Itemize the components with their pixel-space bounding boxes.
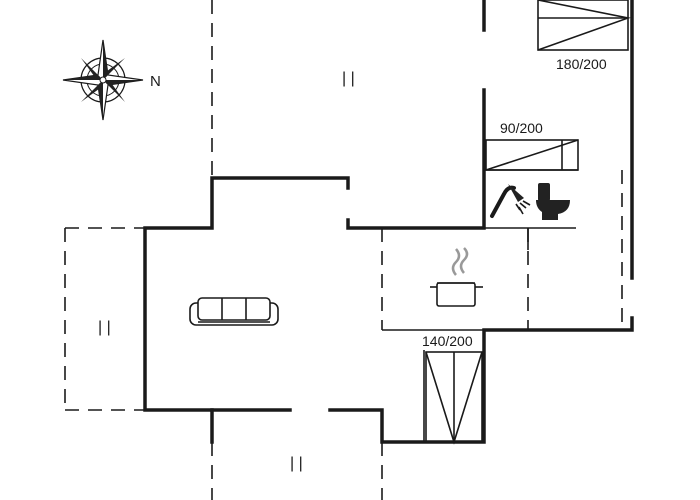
bed-size-label: 180/200 bbox=[556, 56, 607, 72]
bed-top-right: 180/200 bbox=[537, 0, 631, 72]
exterior-walls bbox=[143, 0, 634, 444]
bed-middle: 90/200 bbox=[485, 120, 579, 171]
bed-bottom: 140/200 bbox=[422, 333, 483, 445]
terrace-mark: | | bbox=[98, 319, 111, 336]
sofa-icon bbox=[189, 297, 279, 326]
bathroom bbox=[490, 183, 570, 220]
bed-icon bbox=[425, 351, 483, 445]
kitchen bbox=[430, 247, 483, 307]
compass-rose-icon bbox=[62, 39, 144, 121]
cooking-pot-icon bbox=[430, 247, 483, 307]
toilet-icon bbox=[536, 183, 570, 220]
bed-size-label: 90/200 bbox=[500, 120, 543, 136]
bed-icon bbox=[537, 0, 631, 51]
terrace-outlines bbox=[64, 0, 623, 500]
terrace-mark: | | bbox=[342, 70, 355, 87]
bed-icon bbox=[485, 139, 579, 171]
north-label: N bbox=[150, 73, 161, 90]
terrace-mark: | | bbox=[290, 455, 303, 472]
terrace-marks: | | | | | | bbox=[98, 70, 355, 472]
living-room bbox=[189, 297, 279, 326]
bed-size-label: 140/200 bbox=[422, 333, 473, 349]
shower-icon bbox=[490, 184, 531, 218]
compass: N bbox=[62, 39, 161, 121]
